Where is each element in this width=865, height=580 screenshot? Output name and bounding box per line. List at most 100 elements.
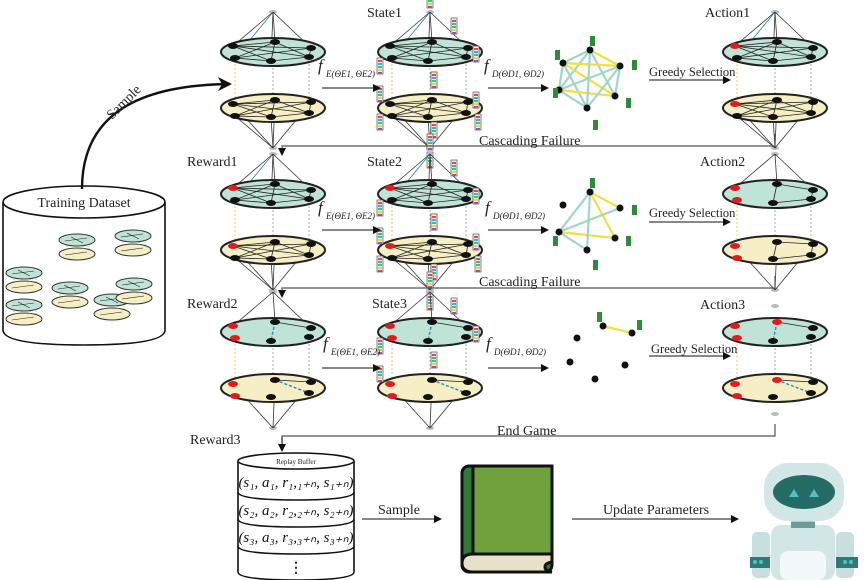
edge [734, 103, 812, 114]
q-node [586, 46, 594, 54]
feature-cell [474, 94, 478, 96]
node [772, 97, 782, 103]
edge [389, 103, 429, 118]
replay-buffer-title: Replay Buffer [276, 458, 316, 466]
feature-cell [432, 266, 436, 268]
failed-node [732, 335, 742, 341]
episode-row-2 [220, 133, 828, 311]
edge [270, 112, 310, 118]
edge [391, 243, 469, 259]
feature-cell [474, 202, 478, 204]
node [304, 252, 314, 258]
feature-cell [476, 267, 480, 269]
feature-cell [474, 97, 478, 99]
edge [734, 99, 778, 105]
feature-cell [378, 122, 382, 124]
feature-cell [378, 264, 382, 266]
edge [429, 291, 433, 323]
node [228, 43, 238, 49]
feature-cell [378, 72, 382, 74]
edge [272, 11, 276, 43]
node [387, 255, 397, 261]
mini-edge [17, 301, 31, 309]
feature-cell [474, 100, 478, 102]
state1-label: State1 [367, 6, 402, 21]
feature-cell [452, 306, 456, 308]
dashed-edge [270, 321, 276, 342]
mini-network [114, 229, 152, 257]
edge [389, 41, 433, 47]
feature-cell [452, 165, 456, 167]
mini-graph-samples [5, 229, 153, 326]
node [306, 45, 316, 51]
edge [389, 245, 429, 260]
feature-cell [452, 312, 456, 314]
edge [389, 45, 469, 49]
feature-cell [432, 124, 436, 126]
feature-cell [474, 54, 478, 56]
edge [389, 241, 433, 247]
edge [772, 41, 778, 62]
feature-cell [474, 60, 478, 62]
node [772, 39, 782, 45]
node [463, 379, 473, 385]
edge [772, 254, 812, 260]
edge [234, 257, 272, 260]
failed-node [730, 243, 740, 249]
edge [389, 187, 469, 191]
greedy-selection-label-1: Greedy Selection [649, 65, 736, 79]
node [768, 256, 778, 262]
feature-cell [378, 125, 382, 127]
feature-cell [432, 222, 436, 224]
feature-cell [428, 166, 432, 168]
feature-cell [474, 193, 478, 195]
node [423, 114, 433, 120]
mini-network [5, 266, 43, 294]
feature-cell [378, 270, 382, 272]
node [270, 97, 280, 103]
reward-network [220, 152, 326, 292]
edge [232, 41, 276, 47]
edge [232, 183, 276, 189]
feature-cell [476, 119, 480, 121]
feature-cell [378, 94, 382, 96]
mini-lower-layer [5, 280, 43, 294]
svg-text:f: f [486, 334, 493, 353]
feature-cell [428, 0, 432, 2]
feature-cell [378, 97, 382, 99]
node [461, 196, 471, 202]
failed-node [730, 381, 740, 387]
svg-text:f: f [318, 56, 325, 75]
edge [232, 101, 312, 105]
node [806, 54, 816, 60]
reward-network [220, 290, 326, 430]
edge [391, 99, 433, 117]
node [808, 379, 818, 385]
svg-text:E(ΘE1, ΘE2): E(ΘE1, ΘE2) [325, 69, 375, 79]
edge [736, 41, 778, 59]
node [385, 43, 395, 49]
node [306, 379, 316, 385]
node [463, 187, 473, 193]
node [427, 97, 437, 103]
node [463, 45, 473, 51]
mini-edge [120, 247, 144, 252]
q-edge [602, 324, 633, 335]
node [228, 101, 238, 107]
mini-edge [121, 295, 145, 300]
edge [776, 379, 814, 383]
edge [427, 254, 467, 260]
failed-node [228, 185, 238, 191]
edge [772, 56, 812, 62]
mini-network [5, 298, 43, 326]
state-network [376, 133, 483, 311]
node [387, 197, 397, 203]
decoder-q-graph [553, 178, 637, 270]
edge [232, 187, 310, 200]
node [768, 58, 778, 64]
training-dataset: Training Dataset [2, 185, 166, 346]
q-edge [557, 62, 565, 91]
node [266, 114, 276, 120]
dashed-edge [776, 379, 812, 394]
edge [772, 183, 778, 204]
